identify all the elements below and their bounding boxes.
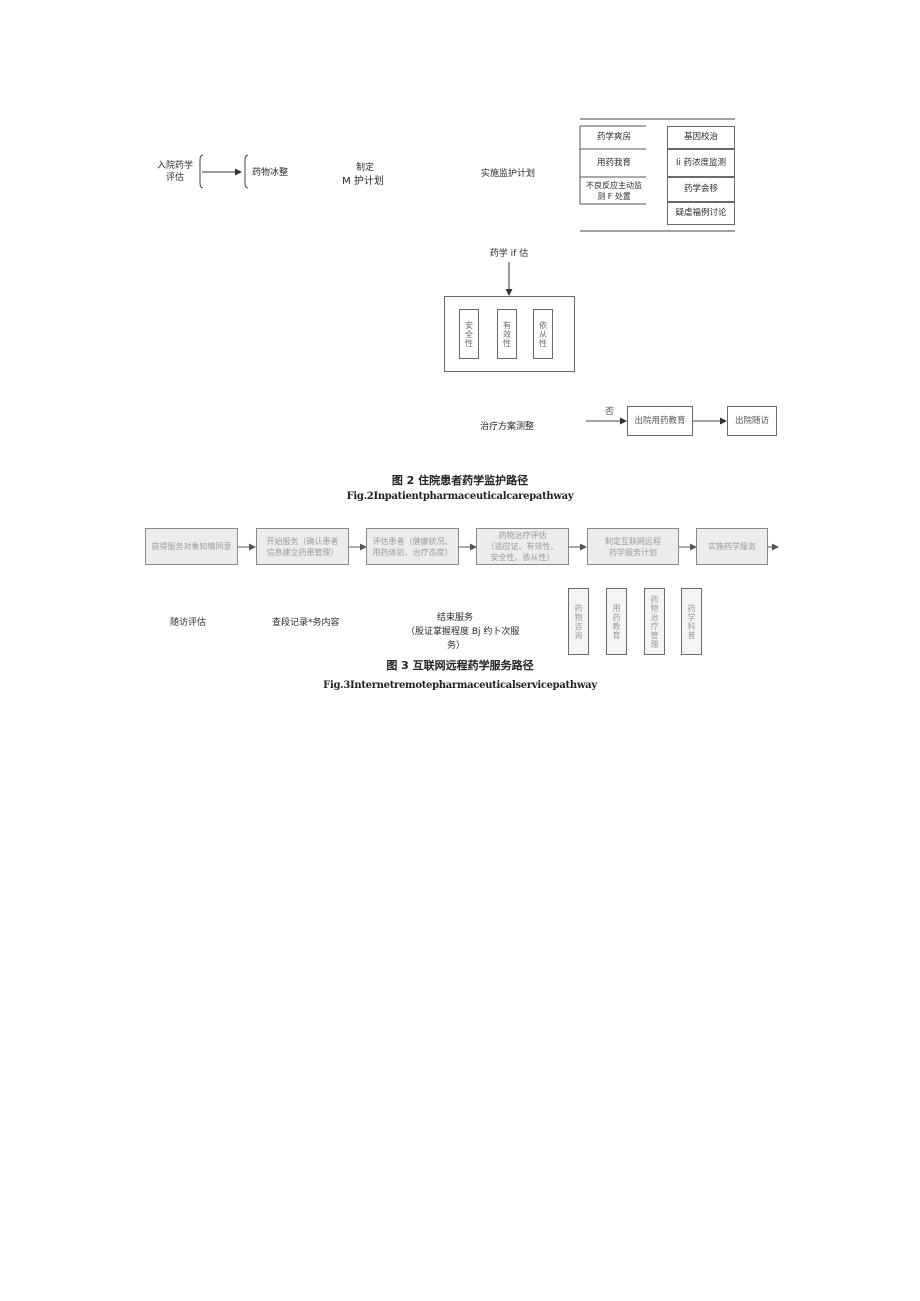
pharm-assessment-node: 药学 if 估 bbox=[489, 249, 529, 259]
efficacy-label: 有效性 bbox=[502, 320, 512, 348]
followup-assessment-node: 随访评估 bbox=[170, 618, 207, 628]
implement-plan-node: 实施监护计划 bbox=[481, 169, 536, 179]
drug-consultation-box: 药物咨询 bbox=[568, 588, 589, 655]
pharmacy-education-box: 药学科普 bbox=[681, 588, 702, 655]
discharge-followup-box: 出院随访 bbox=[727, 406, 777, 436]
efficacy-box: 有效性 bbox=[497, 309, 517, 359]
adherence-label: 依从性 bbox=[538, 320, 548, 348]
no-branch-label: 否 bbox=[605, 407, 615, 417]
difficult-case-discussion-box: 疑虐福例讨论 bbox=[667, 202, 735, 225]
end-service-line2: （股证掌握程度 Bj 约卜次服 bbox=[406, 627, 520, 637]
medication-education-item: 用药我育 bbox=[596, 157, 631, 168]
admission-assessment-node: 入院药学 评估 bbox=[156, 161, 193, 183]
adjust-plan-node: 治疗方案测整 bbox=[480, 422, 535, 432]
fig2-caption-en: Fig.2Inpatientpharmaceuticalcarepathway bbox=[346, 491, 574, 502]
end-service-line3: 务） bbox=[447, 641, 466, 651]
drug-reconciliation-node: 药物冰整 bbox=[252, 168, 289, 178]
fig3-caption-cn: 图 3 互联网远程药学服务路径 bbox=[386, 659, 534, 672]
pharmacy-consultation-box: 药学会移 bbox=[667, 177, 735, 202]
assess-patient-box: 评估患者（健康状况、 用药体验、治疗态度） bbox=[366, 528, 459, 565]
drug-consultation-label: 药物咨询 bbox=[574, 603, 583, 640]
fig3-caption-en: Fig.3Internetremotepharmaceuticalservice… bbox=[323, 680, 597, 691]
end-service-line1: 结束服务 bbox=[436, 613, 473, 623]
adherence-box: 依从性 bbox=[533, 309, 553, 359]
implement-service-box: 实施药学服务 bbox=[696, 528, 768, 565]
make-care-plan-node-line1: 制定 bbox=[355, 163, 374, 173]
safety-label: 安全性 bbox=[464, 320, 474, 348]
adr-monitoring-item: 不良反应主动监 测 F 处置 bbox=[586, 181, 642, 201]
start-service-box: 开始服务（确认患者 信息建立药患管理） bbox=[256, 528, 349, 565]
make-care-plan-node-line2: M 护计划 bbox=[342, 176, 384, 187]
drug-therapy-management-label: 药物治疗管理 bbox=[650, 594, 659, 649]
ward-round-item: 药学爽房 bbox=[596, 132, 631, 142]
drug-therapy-assessment-box: 药物治疗评估 （适应证、有效性、 安全性、依从性） bbox=[476, 528, 569, 565]
drug-therapy-management-box: 药物治疗管理 bbox=[644, 588, 665, 655]
medication-education-label: 用药教育 bbox=[612, 603, 621, 640]
informed-consent-box: 获得服务对象知情同意 bbox=[145, 528, 238, 565]
medication-education-box: 用药教育 bbox=[606, 588, 627, 655]
safety-box: 安全性 bbox=[459, 309, 479, 359]
pharmacy-education-label: 药学科普 bbox=[687, 603, 696, 640]
fig2-caption-cn: 图 2 住院患者药学监护路径 bbox=[391, 474, 529, 487]
discharge-education-box: 出院用药教育 bbox=[627, 406, 693, 436]
record-content-node: 查段记录*务内容 bbox=[272, 618, 340, 628]
gene-testing-box: 基因校治 bbox=[667, 126, 735, 149]
drug-concentration-box: Ii 药浓度监测 bbox=[667, 149, 735, 177]
make-remote-plan-box: 制定互联网远程 药学服务计划 bbox=[587, 528, 679, 565]
